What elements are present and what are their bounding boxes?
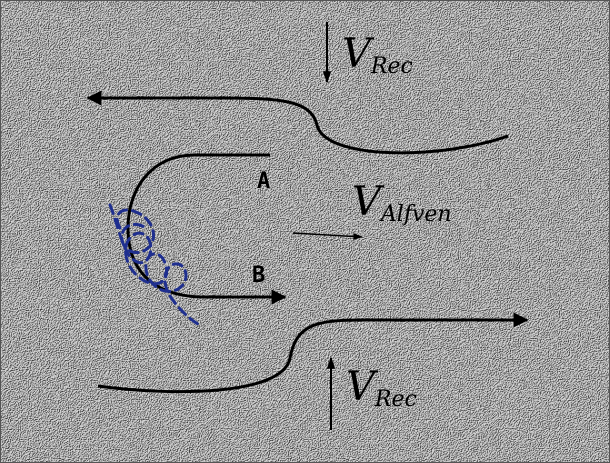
bottom-field-line [97, 312, 529, 394]
point-b-label: B [252, 263, 265, 288]
v-alfven-label: VAlfven [352, 179, 452, 227]
v-rec-bottom-label: VRec [346, 364, 417, 412]
v-alfven-arrow [292, 232, 363, 240]
point-a-label: A [257, 169, 270, 194]
v-rec-top-label: VRec [342, 31, 413, 79]
particle-trajectory-loop [115, 208, 155, 255]
particle-trajectory [108, 203, 200, 326]
top-field-line [86, 90, 509, 155]
